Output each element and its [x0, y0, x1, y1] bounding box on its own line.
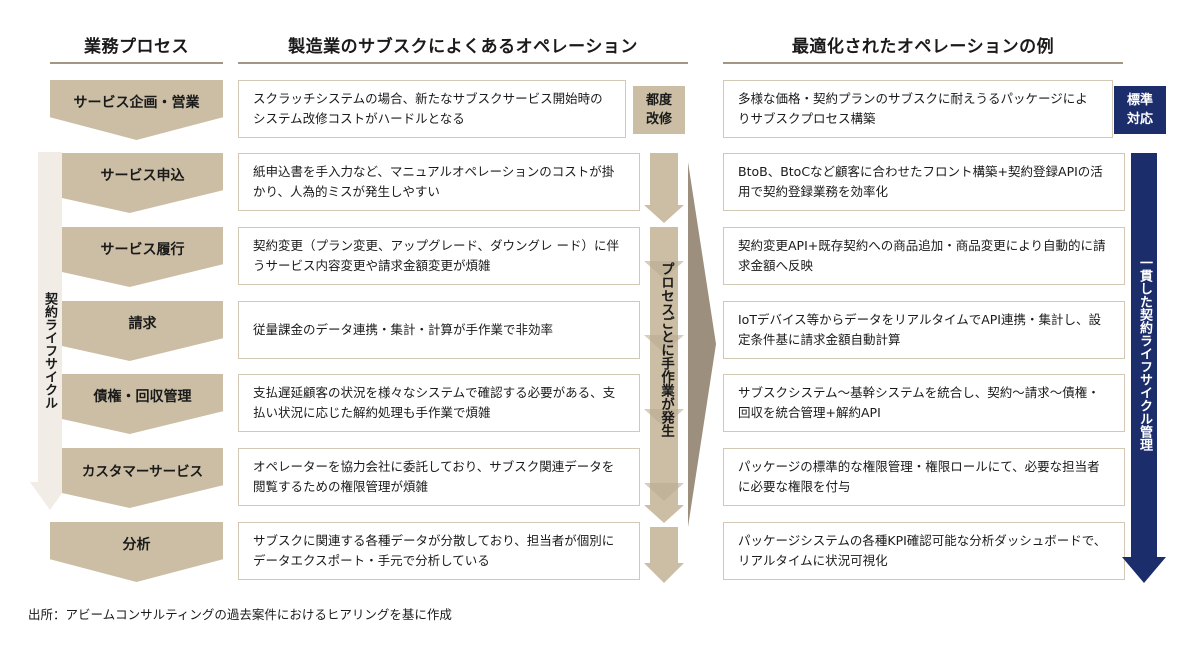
consistent-lifecycle-arrow-icon: [1122, 153, 1166, 583]
process-step-fulfillment: サービス履行: [62, 227, 223, 287]
process-step-planning-sales: サービス企画・営業: [50, 80, 223, 140]
current-op-text: 紙申込書を手入力など、マニュアルオペレーションのコストが掛かり、人為的ミスが発生…: [253, 164, 615, 199]
current-op-text: オペレーターを協力会社に委託しており、サブスク関連データを閲覧するための権限管理…: [253, 459, 615, 494]
header-process: 業務プロセス: [84, 37, 189, 57]
tag-line: 都度: [645, 93, 672, 108]
manual-work-arrows-icon: [644, 153, 684, 583]
current-op-billing: 従量課金のデータ連携・集計・計算が手作業で非効率: [238, 301, 640, 359]
optimized-op-text: パッケージシステムの各種KPI確認可能な分析ダッシュボードで、リアルタイムに状況…: [738, 533, 1107, 568]
standard-support-tag: 標準対応: [1114, 86, 1166, 134]
current-op-analytics: サブスクに関連する各種データが分散しており、担当者が個別にデータエクスポート・手…: [238, 522, 640, 580]
current-op-text: スクラッチシステムの場合、新たなサブスクサービス開始時のシステム改修コストがハー…: [253, 91, 603, 126]
current-op-text: サブスクに関連する各種データが分散しており、担当者が個別にデータエクスポート・手…: [253, 533, 615, 568]
optimized-op-billing: IoTデバイス等からデータをリアルタイムでAPI連携・集計し、設定条件基に請求金…: [723, 301, 1125, 359]
source-footnote: 出所：アビームコンサルティングの過去案件におけるヒアリングを基に作成: [28, 607, 452, 622]
header-current-underline: [238, 62, 688, 64]
current-op-planning-sales: スクラッチシステムの場合、新たなサブスクサービス開始時のシステム改修コストがハー…: [238, 80, 626, 138]
optimized-op-text: サブスクシステム～基幹システムを統合し、契約～請求～債権・回収を統合管理+解約A…: [738, 385, 1100, 420]
current-op-text: 支払遅延顧客の状況を様々なシステムで確認する必要がある、支払い状況に応じた解約処…: [253, 385, 616, 420]
tag-line: 改修: [645, 112, 672, 127]
current-op-text: 従量課金のデータ連携・集計・計算が手作業で非効率: [253, 322, 554, 337]
optimized-op-analytics: パッケージシステムの各種KPI確認可能な分析ダッシュボードで、リアルタイムに状況…: [723, 522, 1125, 580]
optimized-op-fulfillment: 契約変更API+既存契約への商品追加・商品変更により自動的に請求金額へ反映: [723, 227, 1125, 285]
tag-line: 対応: [1126, 112, 1153, 127]
header-current-operations: 製造業のサブスクによくあるオペレーション: [288, 37, 638, 57]
process-step-billing: 請求: [62, 301, 223, 361]
process-label: 債権・回収管理: [93, 389, 192, 405]
header-optimized-underline: [723, 62, 1123, 64]
process-label: 分析: [122, 537, 151, 553]
optimized-op-receivables: サブスクシステム～基幹システムを統合し、契約～請求～債権・回収を統合管理+解約A…: [723, 374, 1125, 432]
lifecycle-arrow-icon: [30, 152, 70, 510]
optimized-op-text: 契約変更API+既存契約への商品追加・商品変更により自動的に請求金額へ反映: [738, 238, 1106, 273]
ad-hoc-modification-tag: 都度改修: [633, 86, 685, 134]
process-label: サービス履行: [100, 242, 185, 258]
header-process-underline: [50, 62, 223, 64]
optimized-op-text: 多様な価格・契約プランのサブスクに耐えうるパッケージによりサブスクプロセス構築: [738, 91, 1088, 126]
process-label: サービス企画・営業: [73, 95, 200, 111]
optimized-op-text: パッケージの標準的な権限管理・権限ロールにて、必要な担当者に必要な権限を付与: [738, 459, 1100, 494]
optimized-op-planning-sales: 多様な価格・契約プランのサブスクに耐えうるパッケージによりサブスクプロセス構築: [723, 80, 1113, 138]
optimized-op-application: BtoB、BtoCなど顧客に合わせたフロント構築+契約登録APIの活用で契約登録…: [723, 153, 1125, 211]
transformation-arrow-icon: [688, 162, 716, 527]
current-op-text: 契約変更（プラン変更、アップグレード、ダウングレ ード）に伴うサービス内容変更や…: [253, 238, 619, 273]
process-label: カスタマーサービス: [81, 464, 204, 480]
process-step-customer-service: カスタマーサービス: [62, 448, 223, 508]
current-op-receivables: 支払遅延顧客の状況を様々なシステムで確認する必要がある、支払い状況に応じた解約処…: [238, 374, 640, 432]
optimized-op-text: IoTデバイス等からデータをリアルタイムでAPI連携・集計し、設定条件基に請求金…: [738, 312, 1101, 347]
lifecycle-label: 契約ライフサイクル: [42, 292, 57, 409]
process-step-receivables: 債権・回収管理: [62, 374, 223, 434]
process-label: 請求: [128, 316, 157, 332]
process-step-analytics: 分析: [50, 522, 223, 582]
consistent-lifecycle-label: 一貫した契約ライフサイクル管理: [1137, 256, 1152, 451]
tag-line: 標準: [1126, 93, 1153, 108]
header-optimized-operations: 最適化されたオペレーションの例: [791, 37, 1055, 57]
optimized-op-text: BtoB、BtoCなど顧客に合わせたフロント構築+契約登録APIの活用で契約登録…: [738, 164, 1103, 199]
process-step-application: サービス申込: [62, 153, 223, 213]
current-op-fulfillment: 契約変更（プラン変更、アップグレード、ダウングレ ード）に伴うサービス内容変更や…: [238, 227, 640, 285]
process-label: サービス申込: [100, 168, 185, 184]
manual-work-label: プロセスごとに手作業が発生: [658, 262, 674, 438]
current-op-application: 紙申込書を手入力など、マニュアルオペレーションのコストが掛かり、人為的ミスが発生…: [238, 153, 640, 211]
optimized-op-customer-service: パッケージの標準的な権限管理・権限ロールにて、必要な担当者に必要な権限を付与: [723, 448, 1125, 506]
current-op-customer-service: オペレーターを協力会社に委託しており、サブスク関連データを閲覧するための権限管理…: [238, 448, 640, 506]
